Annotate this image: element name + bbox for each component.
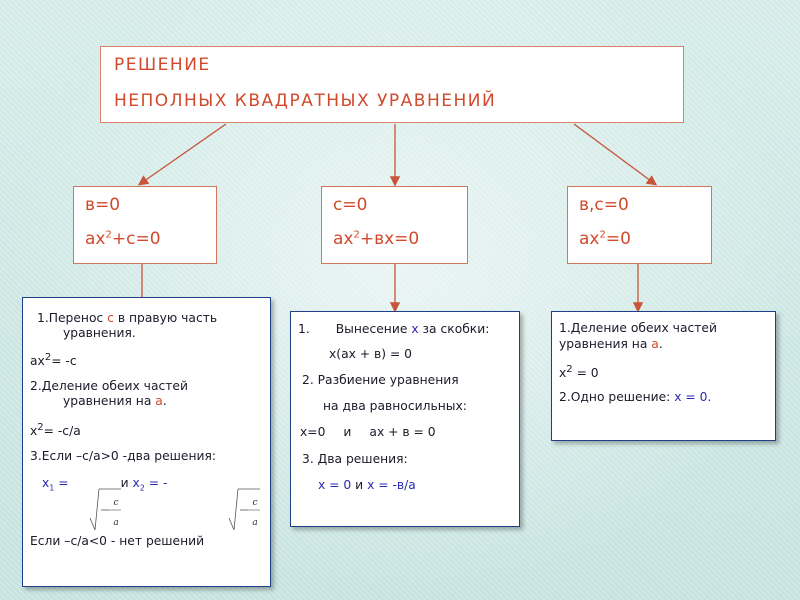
frac-num: c [113,498,119,508]
sol1-step2: 2.Деление обеих частей [30,379,188,393]
sol3-step1: 1.Деление обеих частей [559,321,717,335]
sol2-step1: 1.Вынесение х за скобки: [298,322,490,336]
sol1-roots: х1 =и х2 = - [42,476,168,493]
case-equation: ах2+вх=0 [333,229,420,249]
case-condition: в,с=0 [579,195,629,215]
sol1-step2-cont: уравнения на а. [63,394,167,408]
case-box-b-zero: в=0 ах2+с=0 [73,186,217,264]
sqrt-minus-c-over-a-1 [89,488,121,531]
case-condition: с=0 [333,195,368,215]
sol3-step2: 2.Одно решение: х = 0. [559,390,712,404]
case-equation: ах2=0 [579,229,631,249]
sol2-roots: х = 0 и х = -в/а [318,478,416,492]
solution-box-b-zero: 1.Перенос с в правую часть уравнения. ах… [22,297,271,587]
sol1-no-roots: Если –с/а<0 - нет решений [30,534,205,548]
case-equation: ах2+с=0 [85,229,161,249]
case-box-c-zero: с=0 ах2+вх=0 [321,186,468,264]
arrow-title-to-case1 [137,123,227,186]
sol1-eq1: ах2= -с [30,352,77,369]
frac-den: a [252,518,258,528]
sol3-step1-cont: уравнения на а. [559,337,663,351]
solution-box-bc-zero: 1.Деление обеих частей уравнения на а. х… [551,311,776,441]
sol1-step1: 1.Перенос с в правую часть [37,311,218,325]
sol1-step3: 3.Если –с/а>0 -два решения: [30,449,217,463]
sol1-step1-cont: уравнения. [63,326,136,340]
sol2-step2-cont: на два равносильных: [323,399,467,413]
sqrt-minus-c-over-a-2 [228,488,260,531]
sol1-eq2: х2= -с/а [30,422,81,439]
solution-box-c-zero: 1.Вынесение х за скобки: х(ах + в) = 0 2… [290,311,520,527]
title-box: РЕШЕНИЕ НЕПОЛНЫХ КВАДРАТНЫХ УРАВНЕНИЙ [100,46,684,123]
case-condition: в=0 [85,195,121,215]
frac-num: c [252,498,258,508]
title-line-2: НЕПОЛНЫХ КВАДРАТНЫХ УРАВНЕНИЙ [114,91,497,111]
sol2-step3: 3. Два решения: [302,452,408,466]
arrow-title-to-case3 [573,123,658,186]
case-box-bc-zero: в,с=0 ах2=0 [567,186,712,264]
sol2-step2: 2. Разбиение уравнения [302,373,459,387]
title-line-1: РЕШЕНИЕ [114,55,211,75]
sol3-eq1: х2 = 0 [559,364,599,381]
sol2-eq1: х(ах + в) = 0 [329,347,412,361]
frac-den: a [113,518,119,528]
